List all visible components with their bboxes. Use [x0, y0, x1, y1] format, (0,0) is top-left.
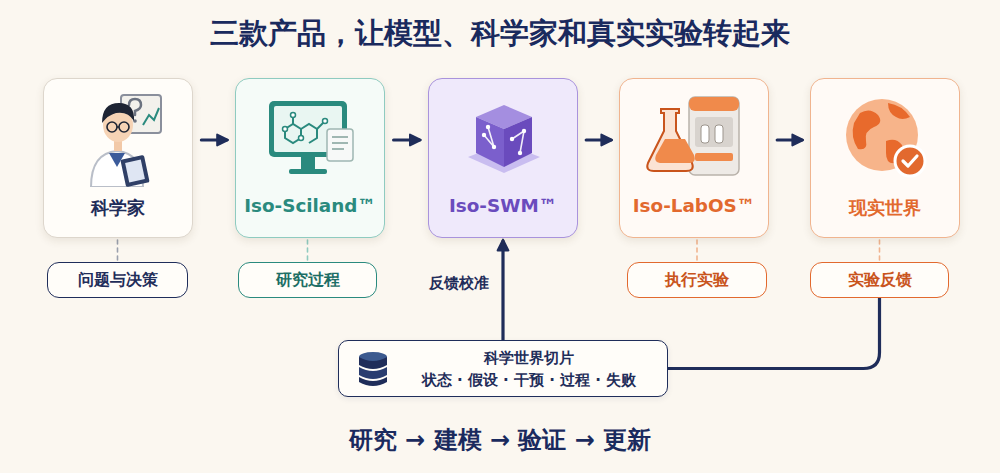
- node-label: 问题与决策: [78, 270, 158, 291]
- node-label: Iso-LabOS™: [620, 195, 768, 216]
- product-card: 科学家: [43, 78, 193, 238]
- dashed-link: [879, 240, 881, 260]
- role-pill: 执行实验: [627, 262, 767, 298]
- flow-summary: 研究 → 建模 → 验证 → 更新: [0, 424, 1000, 456]
- lab-equipment-icon: [645, 87, 745, 187]
- diagram-title: 三款产品，让模型、科学家和真实实验转起来: [0, 14, 1000, 54]
- flow-arrow: [394, 138, 420, 141]
- flow-arrow: [501, 241, 504, 340]
- node-label: Iso-SWM™: [429, 195, 577, 216]
- flow-arrow: [201, 138, 226, 141]
- node-label: Iso-Sciland™: [236, 195, 384, 216]
- workspace-icon: [261, 87, 361, 187]
- scientist-icon: [69, 87, 169, 187]
- flow-arrow: [586, 138, 611, 141]
- node-label: 执行实验: [665, 270, 729, 291]
- flow-arrow: [777, 138, 802, 141]
- role-pill: 研究过程: [238, 262, 377, 298]
- dashed-link: [117, 240, 119, 260]
- node-label: 研究过程: [276, 270, 340, 291]
- product-card: Iso-Sciland™: [235, 78, 385, 238]
- database-icon: [353, 349, 393, 389]
- edge-label: 反馈校准: [427, 274, 491, 293]
- dashed-link: [307, 240, 309, 260]
- world-model-cube-icon: [454, 87, 554, 187]
- node-label: 实验反馈: [848, 270, 912, 291]
- node-sublabel: 状态 · 假设 · 干预 · 过程 · 失败: [422, 369, 637, 391]
- product-card: Iso-SWM™: [428, 78, 578, 238]
- product-card: Iso-LabOS™: [619, 78, 769, 238]
- product-card: 现实世界: [810, 78, 960, 238]
- node-label: 现实世界: [811, 195, 959, 220]
- globe-icon: [836, 87, 936, 187]
- role-pill: 实验反馈: [810, 262, 949, 298]
- data-slice-box: 科学世界切片状态 · 假设 · 干预 · 过程 · 失败: [338, 340, 668, 397]
- node-label: 科学家: [44, 195, 192, 220]
- node-label: 科学世界切片: [484, 347, 574, 369]
- role-pill: 问题与决策: [47, 262, 188, 298]
- dashed-link: [696, 240, 698, 260]
- flow-arrow: [668, 298, 880, 369]
